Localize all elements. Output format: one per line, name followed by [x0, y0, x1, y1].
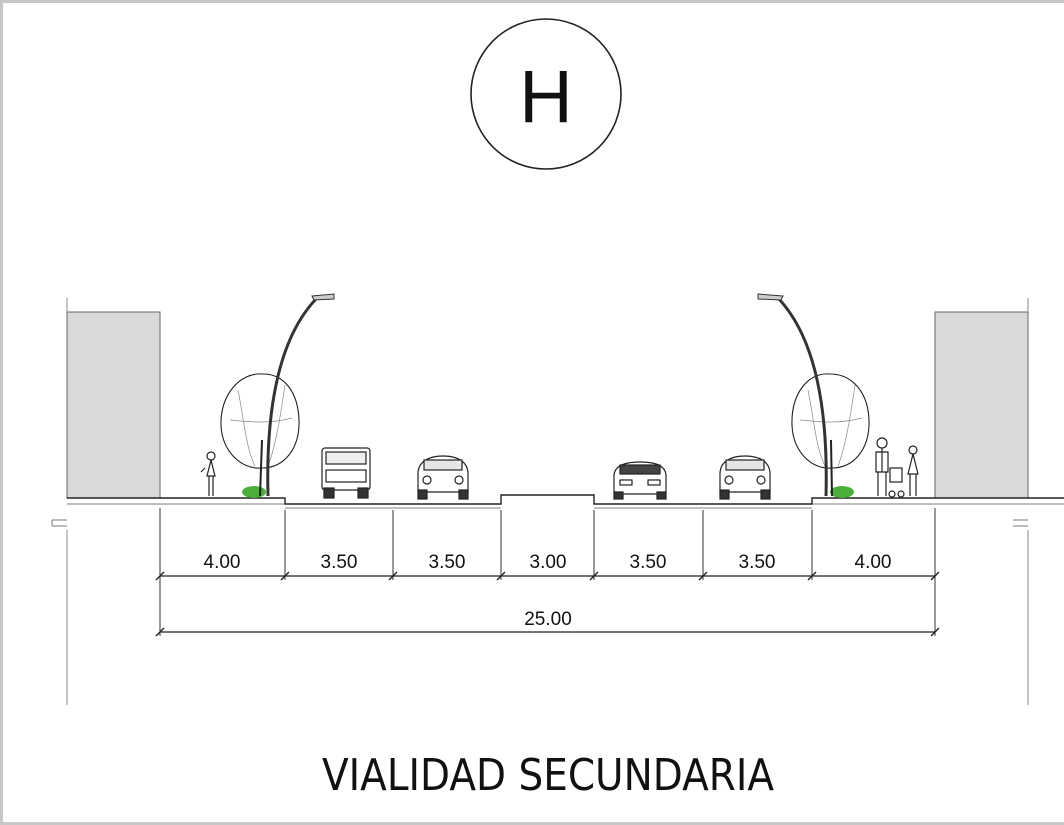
pedestrian-left [200, 451, 216, 496]
section-badge: H [470, 18, 622, 170]
dimension-label-lane-4: 3.50 [739, 552, 776, 573]
grass-right [830, 486, 854, 498]
dimension-label-lane-3: 3.50 [630, 552, 667, 573]
dimension-label-sidewalk-right: 4.00 [855, 552, 892, 573]
dimension-label-median: 3.00 [530, 552, 567, 573]
lamp-post-right [757, 293, 828, 497]
vehicle-jeep [321, 447, 371, 499]
dimension-extension-lines [159, 508, 936, 636]
tree-left [220, 373, 300, 497]
diagram-title: VIALIDAD SECUNDARIA [322, 750, 774, 801]
grass-left [242, 486, 266, 498]
dimension-ticks [155, 571, 940, 637]
building-right [934, 311, 1029, 499]
street-profile [67, 494, 1064, 509]
dimension-label-total: 25.00 [524, 609, 572, 630]
building-left [66, 311, 161, 499]
section-badge-letter: H [519, 55, 572, 138]
lamp-post-left [266, 293, 335, 497]
pedestrian-right [875, 437, 919, 498]
vehicle-car-1 [417, 455, 469, 500]
dimension-label-sidewalk-left: 4.00 [204, 552, 241, 573]
vehicle-car-2 [613, 461, 667, 500]
tree-right [791, 373, 870, 497]
dimension-label-lane-2: 3.50 [429, 552, 466, 573]
dimension-label-lane-1: 3.50 [321, 552, 358, 573]
vehicle-car-3 [719, 455, 771, 500]
